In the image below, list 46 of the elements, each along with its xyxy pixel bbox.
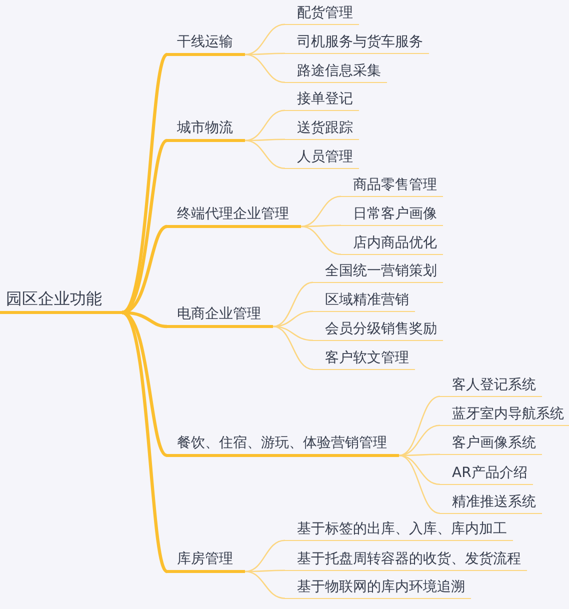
subtopic: 全国统一营销策划 [313,262,443,284]
branch-line [244,540,286,572]
subtopic: 店内商品优化 [341,234,443,256]
branch-line [244,24,286,56]
branch-line [121,311,168,457]
subtopic: 精准推送系统 [440,493,542,514]
subtopic: 司机服务与货车服务 [285,33,429,54]
subtopic: 人员管理 [285,148,359,170]
main-topic: 餐饮、住宿、游玩、体验营销管理 [167,434,399,456]
branch-line [244,570,286,599]
branch-line [122,225,168,314]
subtopic: 商品零售管理 [341,176,443,198]
main-topic: 城市物流 [167,118,245,142]
subtopic: AR产品介绍 [440,464,534,486]
subtopic: 接单登记 [285,90,359,112]
subtopic: 会员分级销售奖励 [313,320,443,342]
branch-line [398,454,440,514]
subtopic: 客户软文管理 [313,349,415,370]
branch-line [122,310,168,328]
subtopic: 配货管理 [285,4,359,26]
branch-line [121,311,168,572]
branch-line [300,196,342,228]
subtopic: 日常客户画像 [341,205,443,226]
subtopic: 蓝牙室内导航系统 [440,405,569,426]
branch-line [398,424,440,456]
subtopic: 客户画像系统 [440,434,542,456]
main-topic: 干线运输 [167,32,245,56]
subtopic: 路途信息采集 [285,62,387,84]
branch-line [244,140,286,169]
branch-line [121,54,168,314]
branch-line [244,54,286,83]
main-topic: 电商企业管理 [167,304,273,328]
branch-line [244,110,286,142]
branch-line [300,226,342,255]
subtopic: 区域精准营销 [313,291,415,312]
subtopic: 送货跟踪 [285,119,359,140]
branch-line [272,326,314,370]
branch-line [272,310,314,328]
branch-line [272,282,314,328]
subtopic: 基于物联网的库内环境追溯 [285,578,471,600]
main-topic: 库房管理 [167,550,245,572]
central-topic: 园区企业功能 [0,288,122,314]
main-topic: 终端代理企业管理 [167,204,301,228]
subtopic: 基于托盘周转容器的收货、发货流程 [285,550,527,572]
subtopic: 客人登记系统 [440,376,542,398]
subtopic: 基于标签的出库、入库、库内加工 [285,520,513,542]
